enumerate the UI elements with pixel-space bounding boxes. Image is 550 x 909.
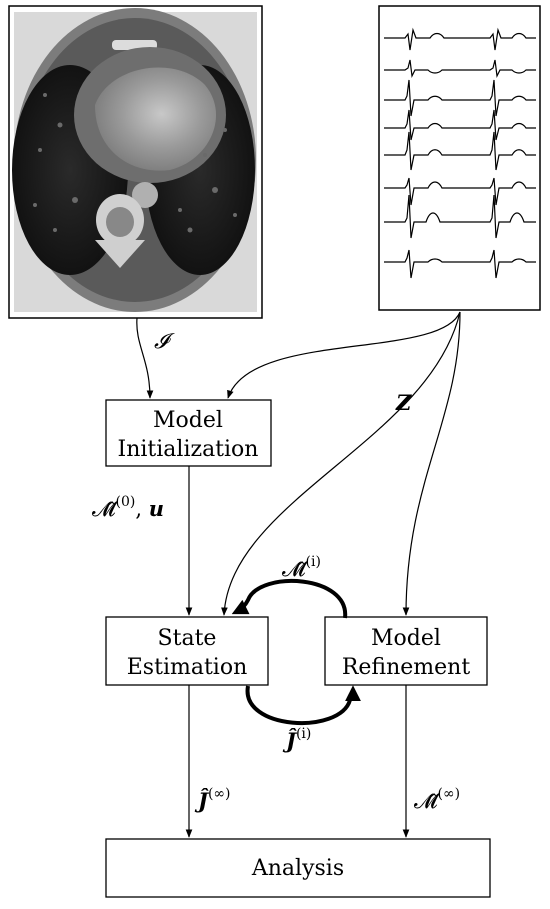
ct-scan-image	[8, 5, 263, 319]
ecg-signals-image	[378, 5, 541, 311]
state-estimation-label-2: Estimation	[127, 655, 248, 680]
edge-image-to-init	[136, 317, 154, 399]
label-ji: Ĵ(i)	[282, 726, 311, 753]
edge-ecg-to-refinement	[402, 311, 461, 616]
label-mi: 𝓜̂(i)	[282, 554, 321, 581]
model-refinement-label-2: Refinement	[342, 655, 470, 680]
edge-ecg-to-init	[227, 311, 461, 399]
state-estimation-label-1: State	[158, 626, 217, 651]
label-jinf: Ĵ(∞)	[194, 786, 231, 813]
model-refinement-label-1: Model	[371, 626, 441, 651]
label-minf: 𝓜̂(∞)	[414, 786, 460, 813]
model-initialization-label-2: Initialization	[118, 437, 259, 462]
model-initialization-box: Model Initialization	[105, 399, 272, 467]
loop-state-to-refinement	[245, 685, 361, 726]
state-estimation-box: State Estimation	[105, 616, 269, 686]
edge-ecg-to-state	[221, 311, 461, 616]
label-image: 𝓘	[154, 329, 175, 353]
label-z: Z	[395, 390, 412, 415]
analysis-label: Analysis	[251, 856, 344, 881]
model-initialization-label-1: Model	[153, 408, 223, 433]
loop-refinement-to-state	[231, 579, 348, 619]
analysis-box: Analysis	[105, 838, 491, 898]
label-m0: 𝓜̂(0), u	[92, 494, 164, 521]
model-refinement-box: Model Refinement	[324, 616, 488, 686]
